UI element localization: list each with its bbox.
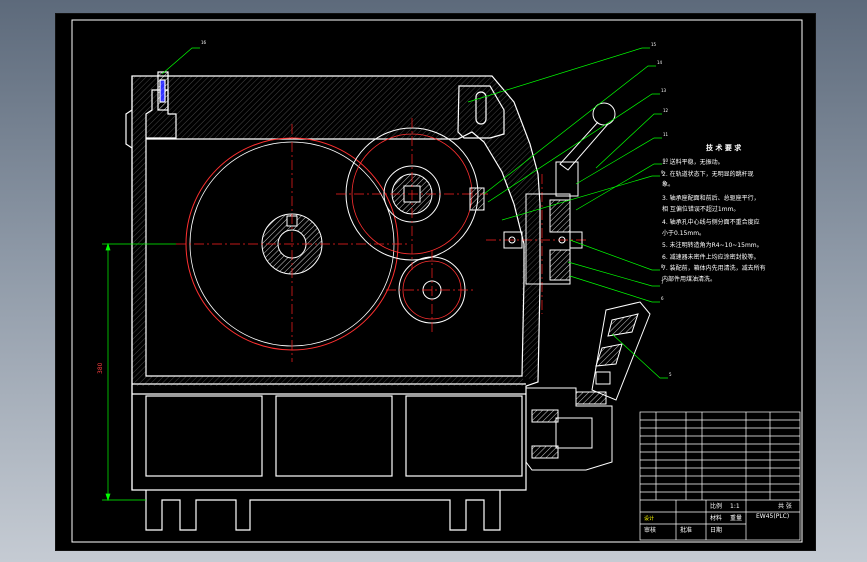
note-line-10: 7. 装配前，箱体内先用清洗，减去所有 (662, 264, 766, 272)
title-block-scale-value: 1:1 (730, 503, 740, 510)
drawing-frame (71, 19, 803, 543)
callout-5: 5 (669, 372, 672, 377)
note-line-3: 象。 (662, 180, 674, 188)
centerlines (176, 118, 586, 362)
callout-13: 13 (661, 88, 667, 93)
title-block-designer: 设计 (644, 515, 654, 522)
drawing-canvas: 380 16 15 14 13 12 11 10 9 8 7 6 5 技 术 要… (55, 13, 816, 551)
title-block-scale-label: 比例 (710, 502, 722, 510)
note-line-9: 6. 减速器未密件上均应涂密封胶等。 (662, 253, 760, 261)
callout-8: 8 (661, 264, 664, 269)
note-line-1: 1. 送料平稳，无振动。 (662, 158, 724, 166)
callout-11: 11 (663, 132, 669, 137)
leader-lines (161, 47, 668, 379)
title-block-approver: 批准 (680, 526, 692, 534)
housing-wall-hatch (132, 76, 540, 386)
height-dimension (102, 242, 176, 502)
callout-16: 16 (201, 40, 207, 45)
callout-9: 9 (661, 170, 664, 175)
callout-7: 7 (661, 280, 664, 285)
title-block-title: EW45(PLC) (756, 513, 789, 520)
title-block (639, 411, 801, 541)
technical-notes-title: 技 术 要 求 (706, 143, 742, 152)
gearbox-housing (125, 71, 541, 531)
title-block-material-label: 材料 (710, 514, 722, 522)
cad-drawing: 380 16 15 14 13 12 11 10 9 8 7 6 5 技 术 要… (71, 19, 803, 543)
title-block-checker: 审核 (644, 526, 656, 534)
clamp-arm (591, 301, 651, 401)
callout-10: 10 (663, 158, 669, 163)
note-line-2: 2. 在轨道状态下，无明显的跳杆现 (662, 170, 754, 178)
callout-14: 14 (657, 60, 663, 65)
handle-lever (555, 102, 616, 197)
callout-15: 15 (651, 42, 657, 47)
title-block-sheet-label: 共 张 (778, 502, 792, 510)
callout-6: 6 (661, 296, 664, 301)
note-line-5: 相 互偏位错误不超过1mm。 (662, 205, 739, 213)
note-line-8: 5. 未注明转造角为R4~10~15mm。 (662, 241, 763, 249)
bearing-assembly (469, 187, 583, 285)
technical-notes: 技 术 要 求 1. 送料平稳，无振动。 2. 在轨道状态下，无明显的跳杆现 象… (662, 143, 766, 283)
note-line-6: 4. 轴承孔中心线与侧分面不重合度应 (662, 218, 760, 226)
lower-mechanism (525, 387, 613, 471)
note-line-7: 小于0.15mm。 (662, 229, 705, 237)
note-line-4: 3. 轴承座配面和前后、总驱座平行， (662, 194, 760, 202)
title-block-weight-label: 重量 (730, 514, 742, 522)
callout-12: 12 (663, 108, 669, 113)
title-block-date: 日期 (710, 526, 722, 534)
note-line-11: 内部件用煤油清洗。 (662, 275, 716, 283)
height-dimension-value: 380 (97, 362, 104, 374)
